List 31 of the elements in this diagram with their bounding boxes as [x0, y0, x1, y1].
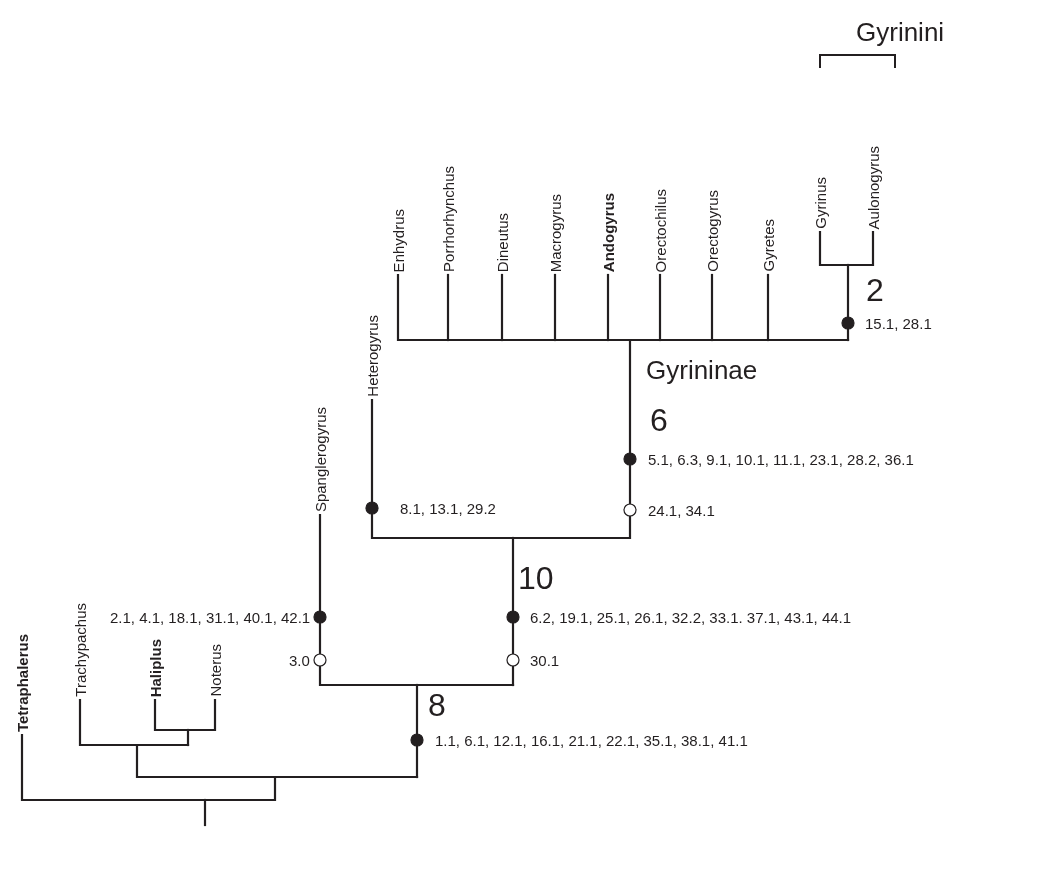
taxon-name: Trachypachus: [72, 603, 88, 697]
taxon-name: Aulonogyrus: [865, 146, 881, 230]
taxon-name: Spanglerogyrus: [312, 407, 328, 513]
character-list: 6.2, 19.1, 25.1, 26.1, 32.2, 33.1. 37.1, 43.1, 44.1: [530, 609, 852, 625]
character-list: 8.1, 13.1, 29.2: [400, 500, 496, 516]
character-list: 3.0: [289, 652, 310, 668]
taxon-name: Noterus: [207, 644, 223, 697]
clade-number: 2: [866, 274, 884, 306]
character-list: 24.1, 34.1: [648, 502, 715, 518]
character-list: 1.1, 6.1, 12.1, 16.1, 21.1, 22.1, 35.1, 38.1, 41.1: [435, 732, 748, 748]
taxon-name: Tetraphalerus: [14, 634, 30, 733]
clade-name: Gyrininae: [646, 357, 758, 383]
clade-number: 8: [428, 689, 446, 721]
clade-name: Gyrinini: [856, 19, 945, 45]
taxon-name: Porrhorhynchus: [440, 166, 456, 272]
taxon-name: Orectochilus: [652, 189, 668, 273]
taxon-name: Macrogyrus: [547, 194, 563, 273]
taxon-name: Gyretes: [760, 219, 776, 272]
clade-number: 6: [650, 404, 668, 436]
taxon-name: Orectogyrus: [704, 190, 720, 272]
taxon-name: Andogyrus: [600, 193, 616, 273]
taxon-name: Heterogyrus: [364, 315, 380, 397]
character-list: 5.1, 6.3, 9.1, 10.1, 11.1, 23.1, 28.2, 36.1: [648, 451, 914, 467]
character-list: 30.1: [530, 652, 560, 668]
taxon-name: Enhydrus: [390, 209, 406, 273]
taxon-name: Dineutus: [494, 213, 510, 273]
character-list: 2.1, 4.1, 18.1, 31.1, 40.1, 42.1: [110, 609, 311, 625]
taxon-name: Gyrinus: [812, 177, 828, 229]
character-list: 15.1, 28.1: [865, 315, 932, 331]
clade-number: 10: [518, 562, 554, 594]
taxon-name: Haliplus: [147, 639, 163, 698]
